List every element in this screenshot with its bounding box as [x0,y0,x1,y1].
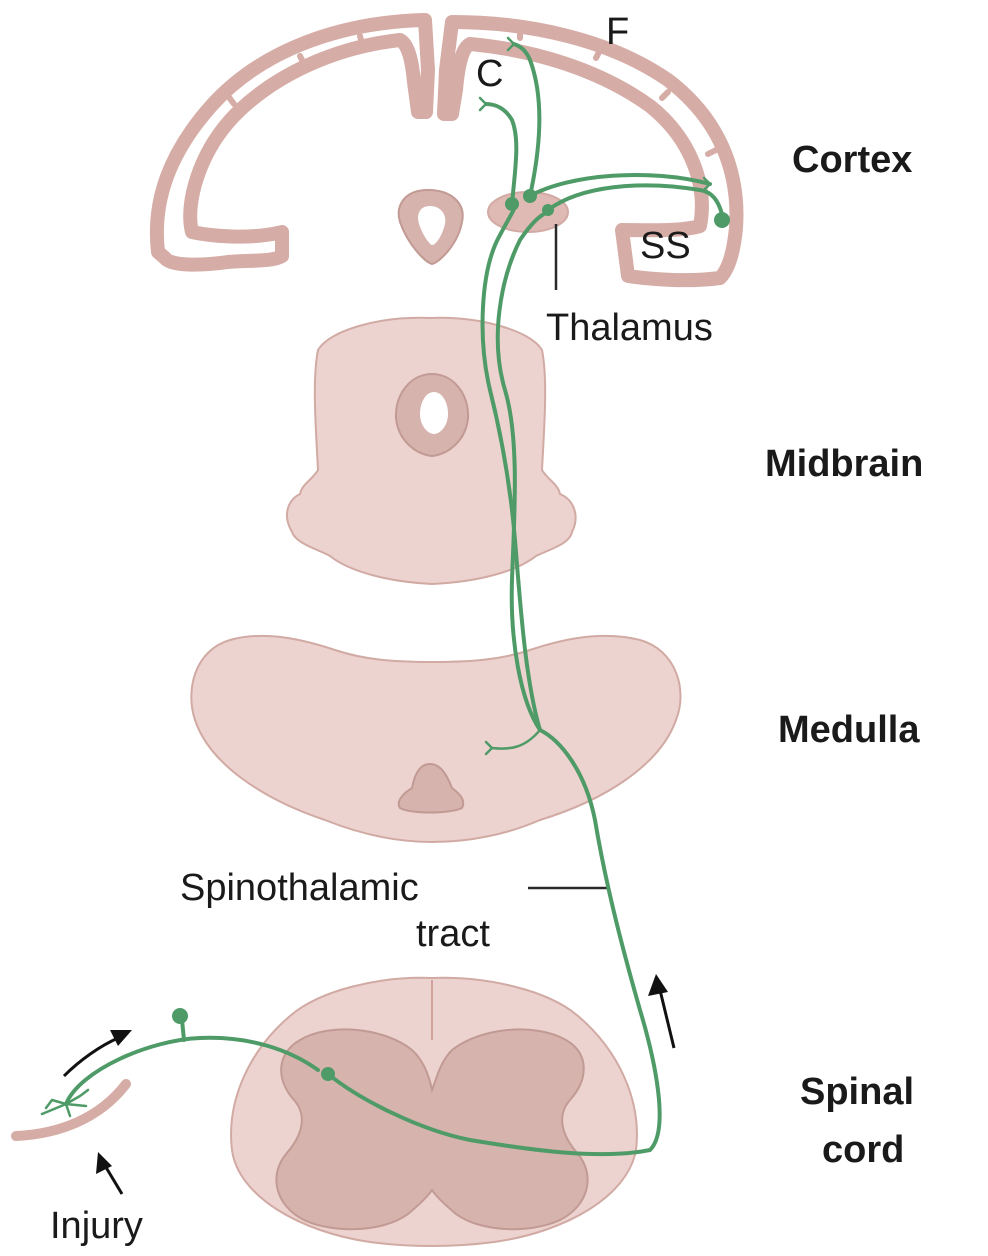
thalamus-label: Thalamus [546,307,713,349]
projection-to-area-c [486,104,516,204]
ascending-direction-arrow [660,990,674,1048]
cortex-area-f-label: F [606,11,629,53]
afferent-direction-arrow [64,1038,118,1076]
cortex-area-ss-label: SS [640,225,691,267]
spinothalamic-tract-annotation: Spinothalamic tract [180,867,610,955]
dorsal-root-ganglion-cell [172,1008,188,1024]
spinal-cord-label-line2: cord [822,1129,904,1171]
area-c-terminal [480,98,486,110]
free-nerve-endings [42,1090,88,1116]
ascending-arrowhead [648,974,668,996]
projection-to-area-f [514,44,539,196]
spinothalamic-label-line1: Spinothalamic [180,867,419,909]
cortex-area-c-label: C [476,53,503,95]
left-hemisphere-outline [157,20,428,265]
medulla-label: Medulla [778,709,920,751]
afferent-arrowhead [110,1030,132,1046]
spinal-cord-section: Spinal cord Injury [16,978,914,1247]
spinal-cord-label-line1: Spinal [800,1071,914,1113]
cortex-label: Cortex [792,139,912,181]
midbrain-section: Midbrain [287,318,923,584]
midbrain-label: Midbrain [765,443,923,485]
ss-cortical-neuron [714,212,730,228]
injury-label: Injury [50,1205,143,1247]
spinothalamic-label-line2: tract [416,913,490,955]
cerebral-aqueduct [420,392,448,434]
